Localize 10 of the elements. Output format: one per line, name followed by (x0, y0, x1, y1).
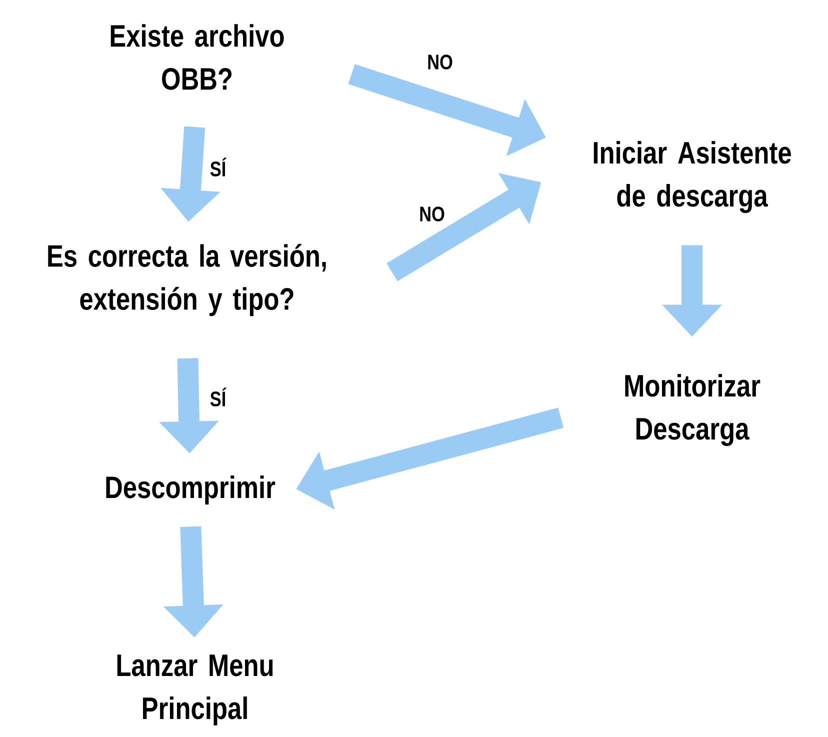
step-text: Monitorizar Descarga (625, 374, 760, 446)
step-text: Lanzar Menu Principal (117, 654, 273, 726)
edge-label: NO (418, 206, 446, 222)
edge-label: SÍ (208, 386, 228, 408)
step-text: Es correcta la versión, extensión y tipo? (48, 244, 326, 316)
edge-label: SÍ (208, 156, 228, 178)
edge-label: NO (426, 54, 454, 70)
step-text: Iniciar Asistente de descarga (594, 140, 791, 214)
step-text: Existe archivo OBB? (110, 24, 284, 90)
step-text: Descomprimir (106, 476, 276, 504)
